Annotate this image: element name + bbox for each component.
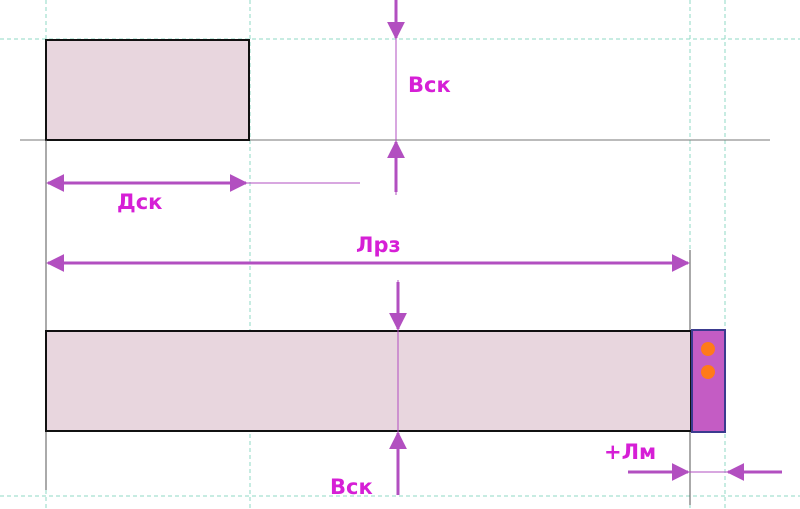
small-panel [45,39,250,141]
long-panel [45,330,692,432]
bottom-height-label: Вск [330,475,373,499]
width-label: Дск [117,190,162,214]
tab-dot-upper [701,342,715,356]
total-length-label: Лрз [356,233,401,257]
top-height-label: Вск [408,73,451,97]
allowance-label: +Лм [604,440,656,464]
tab-dot-lower [701,365,715,379]
